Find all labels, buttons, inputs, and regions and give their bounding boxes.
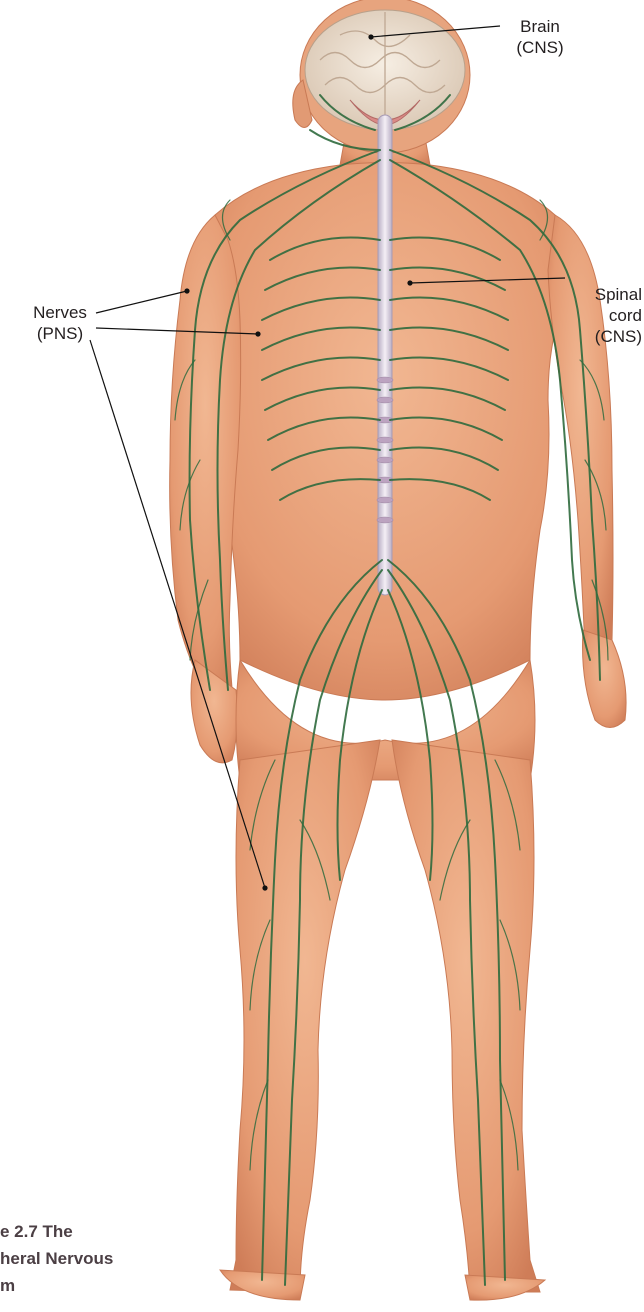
spinal-cord-label-line2: cord	[566, 305, 642, 326]
right-arm	[548, 215, 613, 650]
spinal-cord-label-line1: Spinal	[566, 284, 642, 305]
right-leg	[392, 740, 540, 1292]
spinal-cord-label: Spinal cord (CNS)	[566, 284, 642, 347]
nerves-leader-dot-arm	[185, 289, 189, 293]
left-arm	[170, 215, 241, 690]
nerves-label-line1: Nerves	[20, 302, 100, 323]
right-hand	[583, 630, 627, 728]
brain-leader-dot	[369, 35, 373, 39]
nerves-label-line2: (PNS)	[20, 323, 100, 344]
brain-label: Brain (CNS)	[505, 16, 575, 58]
caption-line1: e 2.7 The	[0, 1218, 113, 1245]
caption-line3: m	[0, 1272, 113, 1299]
brain-label-line2: (CNS)	[505, 37, 575, 58]
nerves-label: Nerves (PNS)	[20, 302, 100, 344]
figure-caption: e 2.7 The heral Nervous m	[0, 1218, 113, 1299]
spinal-cord-leader-dot	[408, 281, 412, 285]
spinal-cord-label-line3: (CNS)	[566, 326, 642, 347]
nerves-leader-line-arm	[96, 291, 187, 313]
caption-line2: heral Nervous	[0, 1245, 113, 1272]
brain-label-line1: Brain	[505, 16, 575, 37]
nerves-leader-dot-back	[256, 332, 260, 336]
nerves-leader-dot-leg	[263, 886, 267, 890]
left-leg	[230, 740, 380, 1292]
